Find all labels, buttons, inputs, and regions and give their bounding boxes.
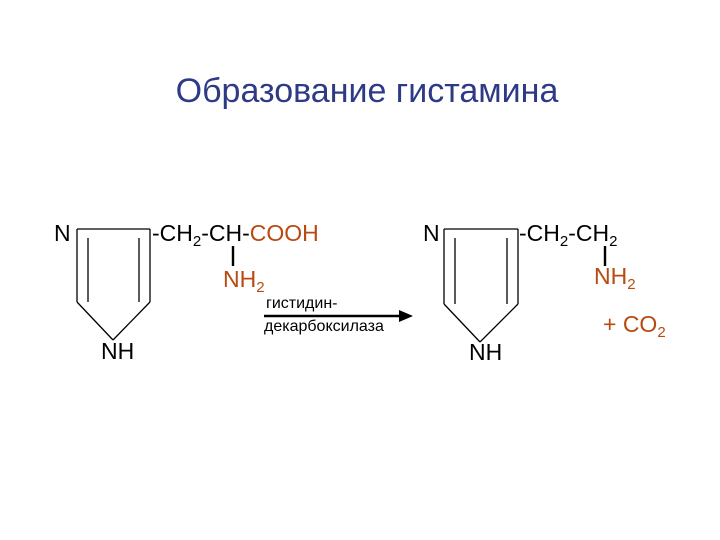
left-side-chain: -CH2-CH-COOH: [152, 220, 319, 250]
left-ring-n-label: N: [54, 220, 71, 246]
reaction-arrow: [264, 310, 413, 322]
carboxyl-group: COOH: [249, 220, 319, 246]
right-ring-nh-label: NH: [469, 339, 503, 365]
left-amine-group: NH2: [223, 266, 265, 296]
right-ring-bottom-left: [443, 303, 481, 343]
page-title: Образование гистамина: [175, 72, 559, 110]
right-ring-n-label: N: [423, 220, 440, 246]
left-ring-bottom-right: [112, 301, 151, 341]
left-ring-bottom-left: [76, 301, 114, 341]
carbon-dioxide-byproduct: + CO2: [603, 311, 666, 341]
left-ring-nh-label: NH: [101, 338, 135, 364]
right-side-chain: -CH2-CH2: [519, 220, 618, 250]
arrow-head-icon: [399, 310, 413, 322]
enzyme-label-line1: гистидин-: [266, 295, 338, 312]
right-amine-group: NH2: [594, 263, 636, 293]
enzyme-label-line2: декарбоксилаза: [264, 318, 384, 335]
right-ring-bottom-right: [479, 303, 519, 343]
